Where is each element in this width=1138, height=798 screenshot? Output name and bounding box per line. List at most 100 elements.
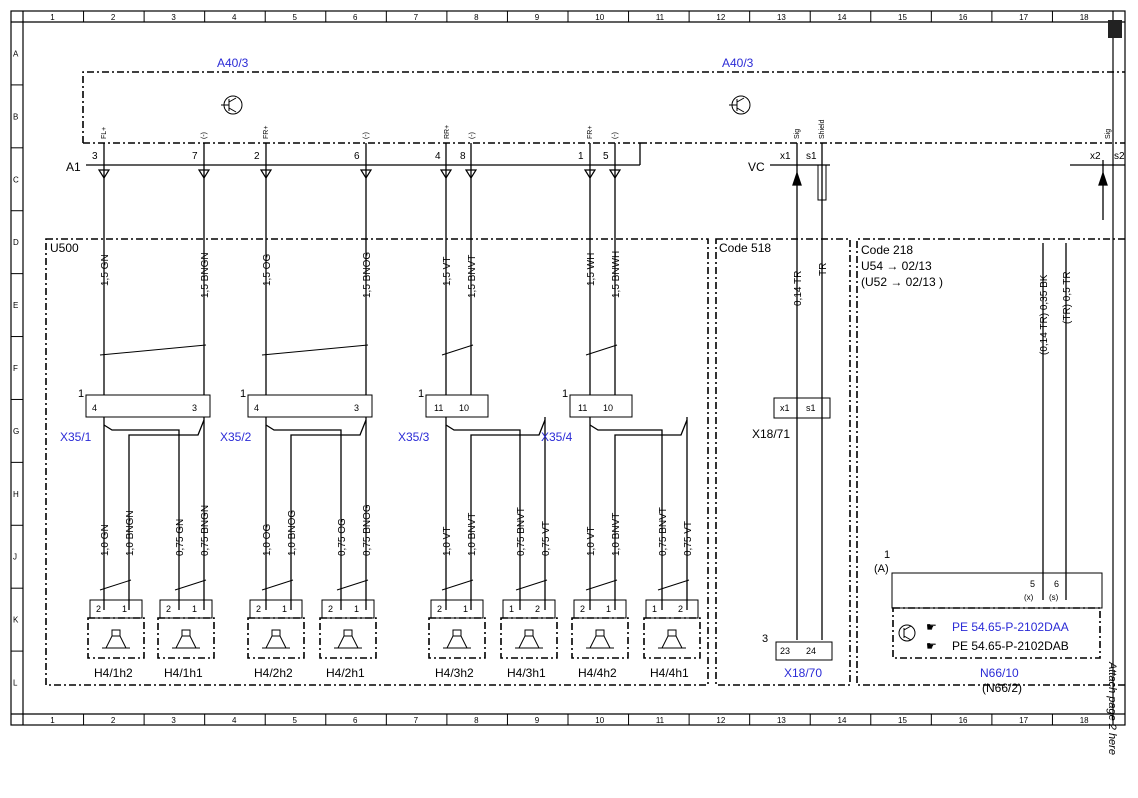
pin-number: 4 (435, 151, 441, 162)
wire-label: 1,5 VT (442, 257, 453, 286)
module-n66-2: (N66/2) (982, 681, 1022, 695)
pin-number: 1 (78, 388, 84, 400)
pin-number: 7 (192, 151, 198, 162)
column-label: 11 (656, 13, 665, 22)
module-a40-left: A40/3 (217, 56, 249, 70)
pin-sig: Sig (794, 129, 801, 139)
transistor-icon (221, 95, 243, 115)
wire-label: 0,75 BNVT (516, 507, 527, 556)
pin-number: 3 (762, 633, 768, 645)
pin-number: x1 (780, 151, 791, 162)
column-label: 8 (474, 716, 479, 725)
connector-housing (569, 394, 633, 418)
wire-label: 1,0 BNGN (125, 510, 136, 556)
hand-pointer-icon: ☛ (926, 639, 937, 653)
module-code-518: Code 518 (719, 241, 771, 255)
pin-minus: (-) (363, 132, 370, 139)
wire-label: 0,75 GN (175, 519, 186, 556)
pin-number: 1 (122, 604, 127, 614)
column-label: 7 (414, 13, 419, 22)
column-label: 5 (293, 13, 298, 22)
label-a1: A1 (66, 160, 81, 174)
speaker: 2 1H4/1h2 (87, 599, 145, 680)
column-label: 4 (232, 716, 237, 725)
pin-number: 11 (434, 403, 443, 413)
column-label: 10 (595, 716, 604, 725)
column-label: 8 (474, 13, 479, 22)
pin-number: 1 (418, 388, 424, 400)
transistor-icon (898, 624, 916, 642)
column-label: 11 (656, 716, 665, 725)
pin-number: 1 (606, 604, 611, 614)
column-label: 5 (293, 716, 298, 725)
column-label: 6 (353, 13, 358, 22)
wire-label: 1,0 GN (100, 524, 111, 556)
column-label: 9 (535, 716, 540, 725)
page-corner-icon (1108, 20, 1122, 38)
column-label: 15 (898, 716, 907, 725)
connector-label: X35/2 (220, 430, 252, 444)
column-label: 16 (959, 716, 968, 725)
pin-number: s1 (806, 151, 817, 162)
row-label: E (13, 301, 18, 310)
pin-number: 1 (192, 604, 197, 614)
connector-x18-71: X18/71 (752, 427, 790, 441)
column-label: 13 (777, 13, 786, 22)
pin-number: 4 (92, 403, 97, 413)
pin-minus: (-) (469, 132, 476, 139)
column-label: 2 (111, 716, 116, 725)
wire-label: 0,75 BNOG (362, 504, 373, 556)
row-label: F (13, 364, 18, 373)
reference-link-b[interactable]: PE 54.65-P-2102DAB (952, 639, 1069, 653)
column-label: 2 (111, 13, 116, 22)
speaker-label: H4/2h1 (326, 666, 365, 680)
module-a40-right: A40/3 (722, 56, 754, 70)
column-label: 12 (716, 13, 725, 22)
pin-number: x2 (1090, 151, 1101, 162)
speaker-label: H4/4h2 (578, 666, 617, 680)
row-label: A (13, 49, 19, 58)
wire-label: 0,75 VT (541, 521, 552, 556)
wire-label: 1,5 GN (100, 254, 111, 286)
row-label: K (13, 616, 19, 625)
connector-label: X35/3 (398, 430, 430, 444)
pin-number: s1 (806, 403, 816, 413)
column-label: 17 (1019, 716, 1028, 725)
wire-label: 0,75 OG (337, 518, 348, 556)
pin-number: 5 (603, 151, 609, 162)
pin-number: 1 (282, 604, 287, 614)
row-label: H (13, 490, 19, 499)
wire-label: 1,5 BNOG (362, 252, 373, 298)
connector-x18-70: X18/70 (784, 666, 822, 680)
column-label: 3 (171, 716, 176, 725)
reference-link-a[interactable]: PE 54.65-P-2102DAA (952, 620, 1069, 634)
pin-number: s2 (1114, 151, 1125, 162)
pin-number: 2 (580, 604, 585, 614)
wire-label: 1,5 BNGN (200, 252, 211, 298)
pin-number: 5 (1030, 579, 1035, 589)
wire-label: 1,0 BNOG (287, 510, 298, 556)
hand-pointer-icon: ☛ (926, 620, 937, 634)
column-label: 14 (838, 716, 847, 725)
pin-number: 2 (96, 604, 101, 614)
pin-shield: Shield (819, 119, 826, 139)
pin-number: 1 (884, 549, 890, 561)
pin-number: 8 (460, 151, 466, 162)
pin-number: 2 (678, 604, 683, 614)
row-label: G (13, 427, 19, 436)
speaker-icon (337, 635, 359, 649)
connector-label: X35/4 (541, 430, 573, 444)
module-n66-10: N66/10 (980, 666, 1019, 680)
speaker-label: H4/2h2 (254, 666, 293, 680)
pin-rr-plus: RR+ (444, 125, 451, 139)
column-label: 10 (595, 13, 604, 22)
pin-number: 24 (806, 646, 816, 656)
speaker-label: H4/1h2 (94, 666, 133, 680)
pin-number: 23 (780, 646, 790, 656)
pin-number: 1 (652, 604, 657, 614)
